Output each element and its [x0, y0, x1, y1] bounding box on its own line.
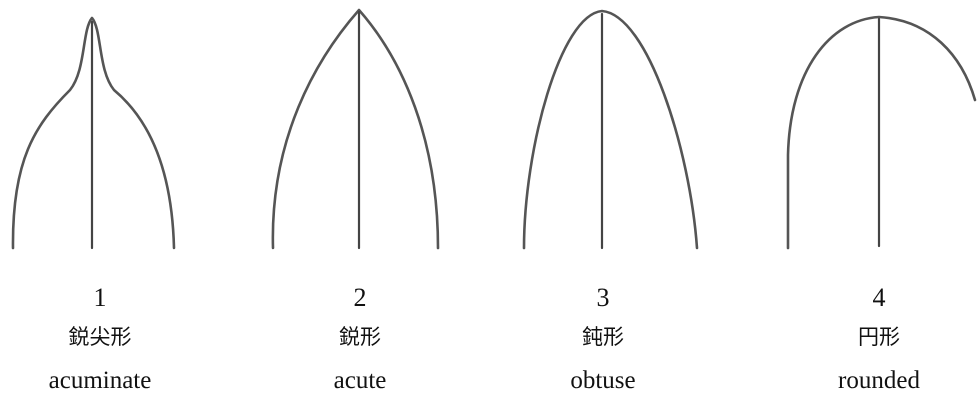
leaf-acute-outline — [271, 8, 440, 250]
caption-number: 4 — [872, 283, 886, 312]
leaf-acuminate-outline — [11, 16, 176, 250]
caption-english-name: obtuse — [570, 367, 636, 394]
caption-number: 2 — [353, 283, 367, 312]
caption-japanese-name: 鋭尖形 — [68, 325, 132, 349]
caption-english-name: rounded — [838, 367, 920, 394]
caption-japanese-name: 鋭形 — [339, 325, 381, 349]
leaf-rounded-outline — [786, 15, 977, 250]
caption-number: 1 — [93, 283, 107, 312]
caption-english-name: acute — [333, 367, 387, 394]
caption-obtuse: 3 鈍形 obtuse — [503, 282, 703, 396]
caption-japanese-name: 鈍形 — [582, 325, 624, 349]
leaf-acute — [271, 8, 440, 250]
caption-acuminate: 1 鋭尖形 acuminate — [0, 282, 200, 396]
caption-english-name: acuminate — [48, 367, 152, 394]
leaf-obtuse-outline — [522, 9, 699, 250]
leaf-obtuse — [522, 9, 699, 250]
leaf-rounded — [786, 15, 977, 250]
caption-rounded: 4 円形 rounded — [779, 282, 977, 396]
leaf-acuminate — [11, 16, 176, 250]
caption-number: 3 — [596, 283, 610, 312]
caption-acute: 2 鋭形 acute — [260, 282, 460, 396]
caption-japanese-name: 円形 — [858, 325, 900, 349]
leaf-outlines — [11, 8, 977, 250]
